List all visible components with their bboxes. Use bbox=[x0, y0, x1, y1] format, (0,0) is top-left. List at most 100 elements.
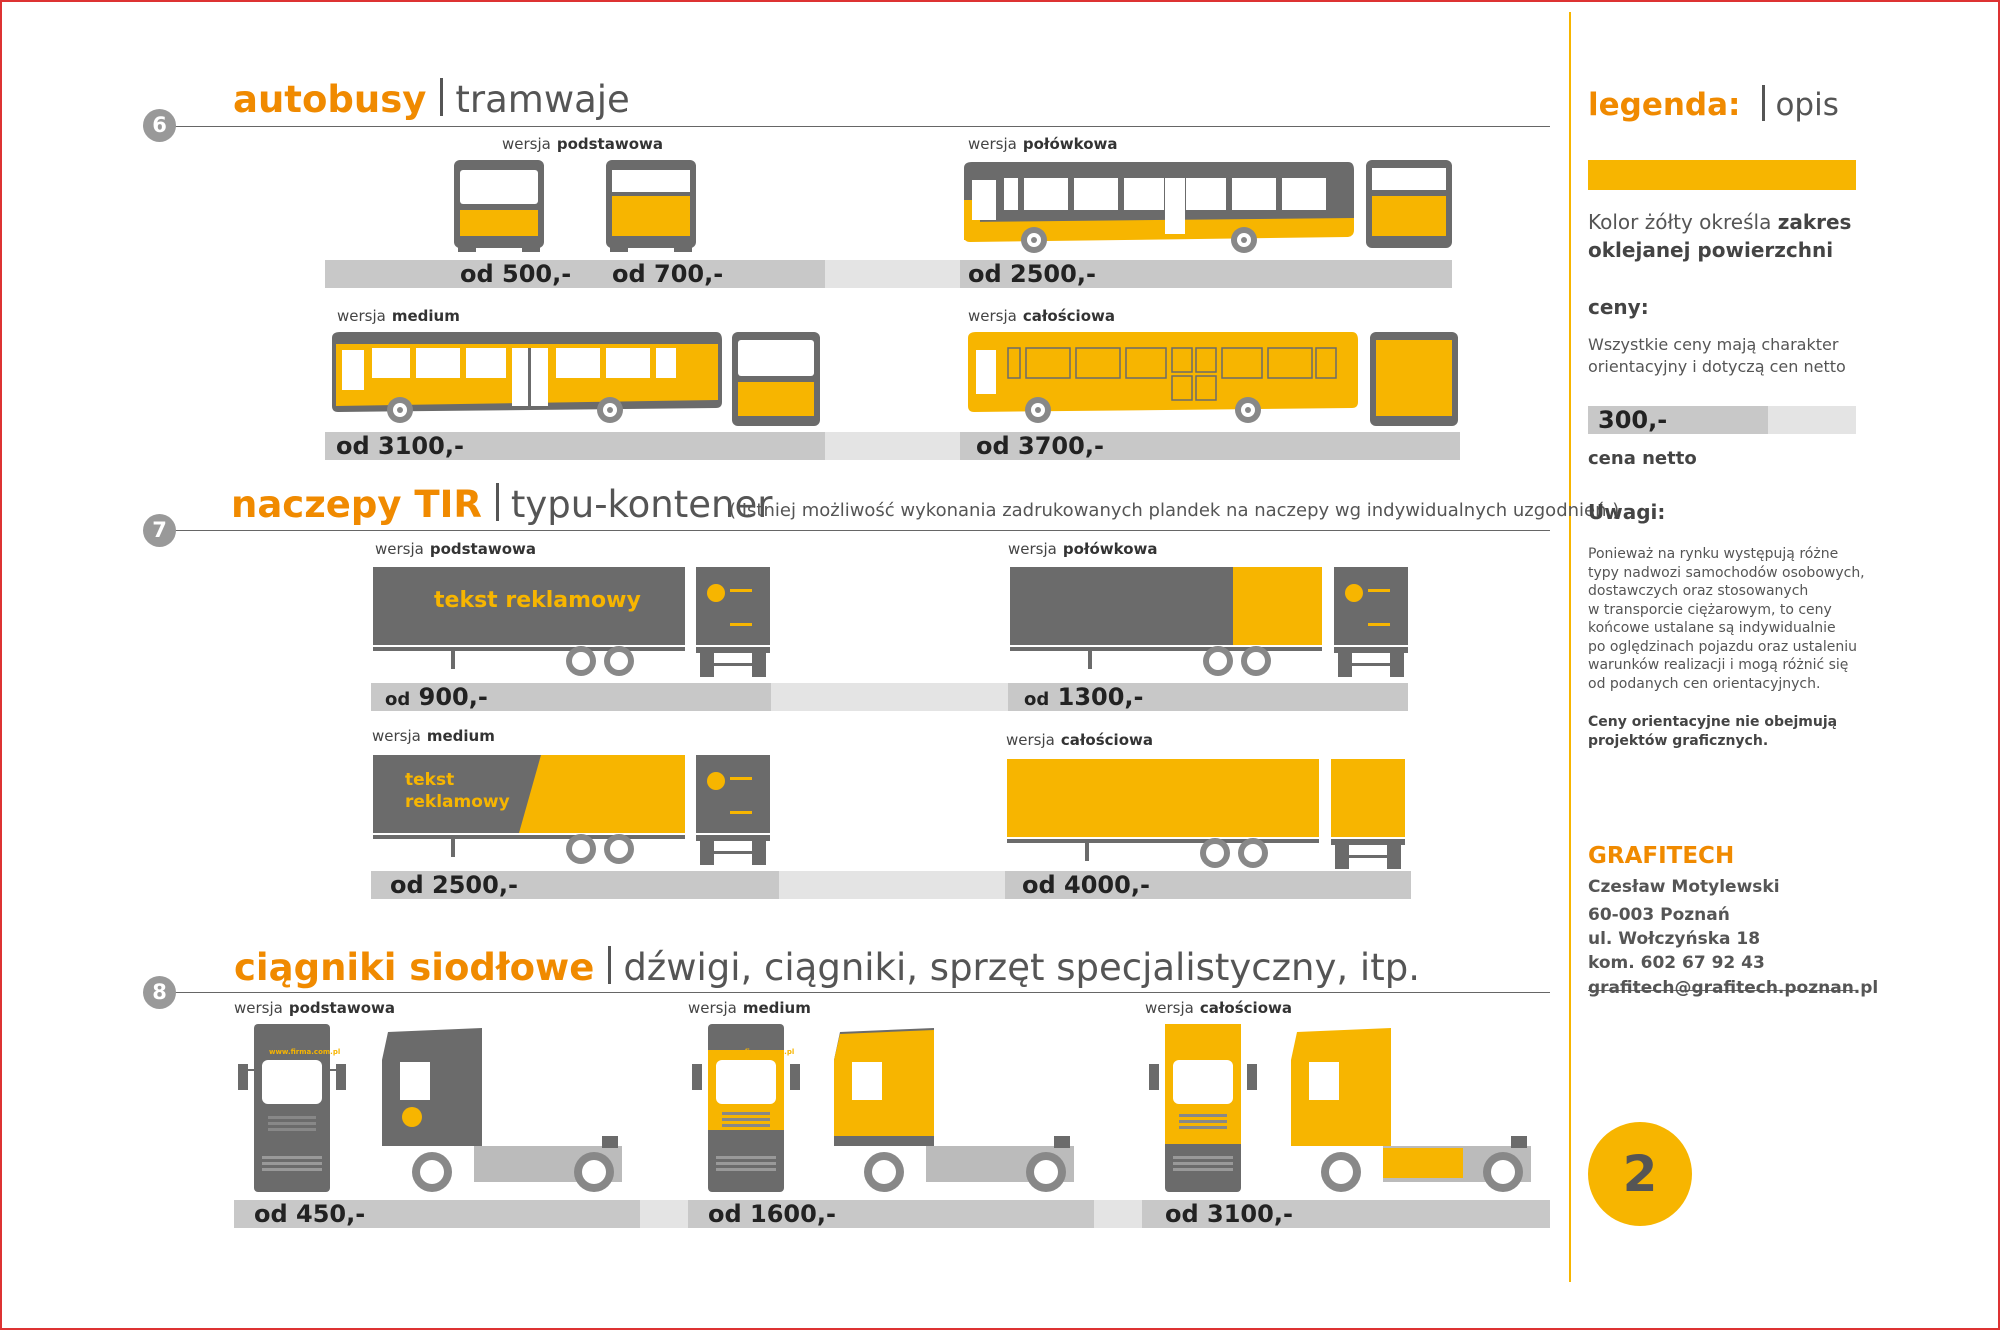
section-heading: autobusy bbox=[233, 78, 427, 121]
section-number-badge: 8 bbox=[143, 976, 176, 1009]
section-subheading: tramwaje bbox=[455, 78, 630, 121]
trailer-rear-icon bbox=[696, 567, 770, 677]
legend-heading: legenda:opis bbox=[1588, 85, 1839, 123]
price-bar bbox=[960, 260, 1452, 288]
legend-net-label: cena netto bbox=[1588, 448, 1697, 469]
price-tractor-basic: od 450,- bbox=[254, 1200, 366, 1228]
legend-color-swatch bbox=[1588, 160, 1856, 190]
price-bar-gap bbox=[825, 260, 960, 288]
ad-text: tekst reklamowy bbox=[434, 588, 641, 613]
notes-line: końcowe ustalane są indywidualnie bbox=[1588, 620, 1836, 636]
bus-front-icon bbox=[454, 160, 544, 252]
section-subheading: typu-kontener bbox=[510, 483, 773, 526]
bus-rear-icon bbox=[732, 332, 820, 426]
trailer-side-icon bbox=[1007, 759, 1319, 868]
notes-line: dostawczych oraz stosowanych bbox=[1588, 583, 1809, 599]
bus-side-full-icon bbox=[968, 332, 1358, 423]
sidebar-divider bbox=[1569, 12, 1571, 1282]
section-title-trailers: naczepy TIR typu-kontener bbox=[231, 483, 772, 526]
trailer-side-icon bbox=[1010, 567, 1322, 676]
bus-rear-icon bbox=[606, 160, 696, 252]
company-address: Czesław Motylewski 60-003 Poznań ul. Woł… bbox=[1588, 877, 1780, 973]
company-name: GRAFITECH bbox=[1588, 843, 1735, 869]
tractor-side-icon bbox=[382, 1028, 622, 1192]
legend-price-bar bbox=[1588, 406, 1768, 434]
price-bar-gap bbox=[640, 1200, 688, 1228]
price-bus-full: od 3700,- bbox=[976, 432, 1104, 460]
price-tractor-medium: od 1600,- bbox=[708, 1200, 836, 1228]
price-bar-gap bbox=[825, 432, 960, 460]
notes-line: typy nadwozi samochodów osobowych, bbox=[1588, 564, 1865, 581]
contact-divider bbox=[1588, 990, 1856, 991]
legend-notes-heading: Uwagi: bbox=[1588, 500, 1666, 524]
trailer-side-icon bbox=[373, 567, 685, 676]
notes-line: po oględzinach pojazdu oraz ustaleniu bbox=[1588, 638, 1858, 655]
price-tractor-full: od 3100,- bbox=[1165, 1200, 1293, 1228]
price-bar bbox=[1142, 1200, 1550, 1228]
price-bar bbox=[371, 683, 771, 711]
price-bar bbox=[234, 1200, 640, 1228]
trailer-side-icon bbox=[373, 755, 685, 864]
price-bar bbox=[325, 432, 825, 460]
tractor-front-icon bbox=[1149, 1024, 1257, 1192]
price-bus-medium: od 3100,- bbox=[336, 432, 464, 460]
price-trailer-medium: od 2500,- bbox=[390, 871, 518, 899]
bus-front-icon bbox=[1366, 160, 1452, 248]
section-subheading: dźwigi, ciągniki, sprzęt specjalistyczny… bbox=[623, 946, 1420, 989]
trailer-rear-icon bbox=[696, 755, 770, 865]
bus-side-medium-icon bbox=[332, 332, 722, 423]
section-title-buses: autobusy tramwaje bbox=[233, 78, 630, 121]
price-bar bbox=[688, 1200, 1094, 1228]
company-email[interactable]: grafitech@grafitech.poznan.pl bbox=[1588, 978, 1879, 998]
price-bar-gap bbox=[1094, 1200, 1142, 1228]
legend-notes-text: Ponieważ na rynku występują różne typy na… bbox=[1588, 545, 1865, 693]
price-bus-basic-b: od 700,- bbox=[612, 260, 724, 288]
bus-rear-icon bbox=[1370, 332, 1458, 426]
trailer-note: ( Istniej możliwość wykonania zadrukowan… bbox=[729, 500, 1620, 521]
section-underline bbox=[160, 530, 1550, 531]
section-underline bbox=[160, 126, 1550, 127]
notes-line: Ponieważ na rynku występują różne bbox=[1588, 546, 1839, 562]
legend-price-bar-gap bbox=[1768, 406, 1856, 434]
notes-line: warunków realizacji i mogą różnić się bbox=[1588, 657, 1849, 673]
legend-prices-heading: ceny: bbox=[1588, 295, 1649, 319]
section-number-badge: 7 bbox=[143, 514, 176, 547]
price-bus-half: od 2500,- bbox=[968, 260, 1096, 288]
price-bar bbox=[325, 260, 825, 288]
price-bar bbox=[1008, 683, 1408, 711]
section-heading: naczepy TIR bbox=[231, 483, 482, 526]
price-bar bbox=[960, 432, 1460, 460]
price-trailer-half: od 1300,- bbox=[1024, 683, 1144, 711]
trailer-rear-icon bbox=[1334, 567, 1408, 677]
tractor-side-icon bbox=[1291, 1028, 1531, 1192]
section-number-badge: 6 bbox=[143, 109, 176, 142]
notes-line: od podanych cen orientacyjnych. bbox=[1588, 675, 1821, 692]
price-bar-gap bbox=[779, 871, 1005, 899]
trailer-rear-icon bbox=[1331, 759, 1405, 869]
price-bus-basic-a: od 500,- bbox=[460, 260, 572, 288]
legend-sample-price: 300,- bbox=[1598, 406, 1668, 434]
price-bar bbox=[1005, 871, 1411, 899]
section-title-tractors: ciągniki siodłowe dźwigi, ciągniki, sprzę… bbox=[234, 946, 1420, 989]
price-trailer-full: od 4000,- bbox=[1022, 871, 1150, 899]
bus-side-half-icon bbox=[964, 162, 1354, 253]
cab-url: www.firma.com.pl bbox=[723, 1048, 795, 1056]
notes-line: w transporcie ciężarowym, to ceny bbox=[1588, 601, 1832, 618]
cab-url: www.firma.com.pl bbox=[269, 1048, 341, 1056]
section-heading: ciągniki siodłowe bbox=[234, 946, 595, 989]
